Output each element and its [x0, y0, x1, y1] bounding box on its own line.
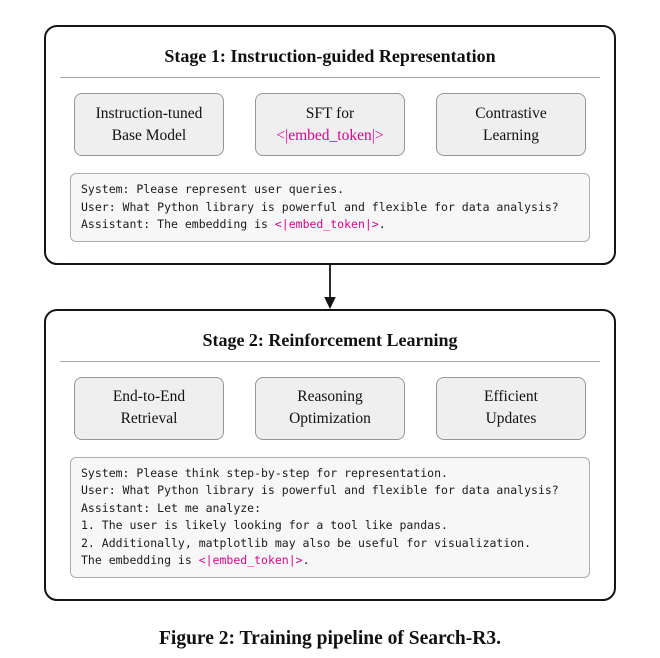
box-label-line: Contrastive — [475, 104, 547, 122]
chat-text: . — [378, 217, 386, 231]
chat-line-embedding: The embedding is <|embed_token|>. — [81, 552, 579, 570]
stage2-chat-example: System: Please think step-by-step for re… — [70, 456, 590, 578]
stage1-card: Stage 1: Instruction-guided Representati… — [44, 25, 616, 265]
box-label-line: Base Model — [111, 126, 187, 144]
chat-text: The embedding is — [81, 553, 199, 567]
box-label-line: Reasoning — [297, 388, 363, 405]
stage2-box-row: End-to-End Retrieval Reasoning Optimizat… — [46, 376, 614, 440]
stage1-box-sft: SFT for <|embed_token|> — [255, 93, 405, 156]
stage2-card: Stage 2: Reinforcement Learning End-to-E… — [44, 308, 616, 601]
box-label-line: SFT for — [305, 104, 355, 122]
box-label-line: End-to-End — [112, 388, 186, 405]
down-arrow-icon — [324, 264, 336, 309]
chat-line-system: System: Please think step-by-step for re… — [81, 465, 448, 480]
chat-text: Assistant: The embedding is — [81, 217, 275, 231]
stage2-box-reasoning: Reasoning Optimization — [255, 376, 405, 440]
box-label-line: Updates — [485, 410, 537, 427]
stage2-title: Stage 2: Reinforcement Learning — [202, 329, 458, 350]
stage2-box-updates: Efficient Updates — [436, 376, 586, 440]
box-label-line: Retrieval — [120, 410, 178, 427]
stage1-box-row: Instruction-tuned Base Model SFT for <|e… — [46, 93, 614, 156]
chat-line-system: System: Please represent user queries. — [81, 182, 345, 196]
stage-connector — [0, 264, 660, 309]
chat-text: . — [302, 553, 310, 567]
box-label-line: Instruction-tuned — [95, 104, 203, 122]
figure-caption: Figure 2: Training pipeline of Search-R3… — [159, 627, 501, 649]
stage1-box-base-model: Instruction-tuned Base Model — [74, 93, 224, 156]
box-label-line: Learning — [483, 126, 539, 144]
chat-line-user: User: What Python library is powerful an… — [81, 483, 559, 497]
stage1-box-contrastive: Contrastive Learning — [436, 93, 586, 156]
embed-token-inline: <|embed_token|> — [274, 217, 379, 231]
chat-line-step1: 1. The user is likely looking for a tool… — [81, 518, 448, 532]
embed-token-label: <|embed_token|> — [276, 126, 384, 144]
chat-line-assistant: Assistant: Let me analyze: — [81, 500, 262, 515]
chat-line-assistant: Assistant: The embedding is <|embed_toke… — [81, 216, 579, 234]
stage1-title-divider — [60, 77, 600, 78]
chat-line-user: User: What Python library is powerful an… — [81, 199, 559, 214]
stage2-title-divider — [60, 360, 600, 362]
box-label-line: Optimization — [289, 410, 371, 427]
box-label-line: Efficient — [484, 388, 538, 405]
stage1-chat-example: System: Please represent user queries. U… — [70, 173, 590, 242]
stage1-title: Stage 1: Instruction-guided Representati… — [164, 46, 496, 66]
embed-token-inline: <|embed_token|> — [198, 553, 303, 567]
stage2-box-retrieval: End-to-End Retrieval — [74, 376, 224, 440]
chat-line-step2: 2. Additionally, matplotlib may also be … — [81, 535, 532, 550]
